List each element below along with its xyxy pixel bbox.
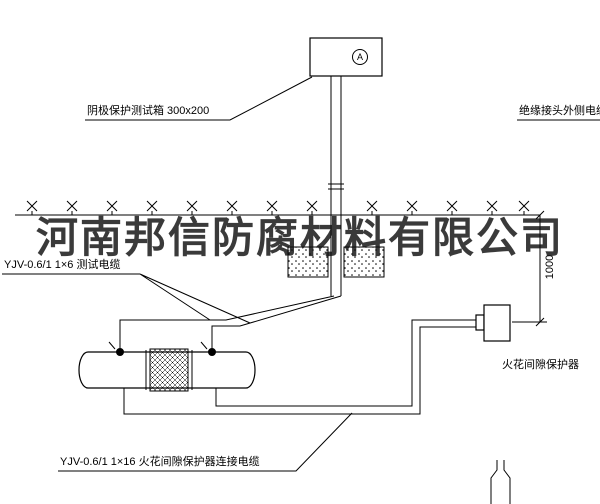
ground-cross-icon	[486, 200, 498, 215]
ground-cross-icon	[406, 200, 418, 215]
insulated-joint-cable-label: 绝缘接头外侧电缆	[519, 105, 600, 117]
ground-cross-icon	[66, 200, 78, 215]
insulating-joint	[145, 348, 193, 392]
ground-cross-icon	[366, 200, 378, 215]
dimension-text: 1000	[544, 254, 556, 280]
bottom-cable-label: YJV-0.6/1 1×16 火花间隙保护器连接电缆	[60, 456, 260, 468]
spark-gap-cables	[123, 319, 482, 415]
ground-cross-icon	[306, 200, 318, 215]
spark-gap-label: 火花间隙保护器	[502, 359, 579, 371]
spark-gap-protector	[475, 304, 511, 342]
ground-cross-icon	[106, 200, 118, 215]
test-box	[309, 37, 383, 77]
test-cables	[119, 295, 342, 349]
ground-cross-icon	[26, 200, 38, 215]
cable-weld-points	[108, 341, 216, 356]
leader-lines	[2, 76, 600, 472]
ground-surface-symbols	[26, 200, 530, 215]
ground-cross-icon	[186, 200, 198, 215]
test-post	[328, 76, 344, 296]
ground-cross-icon	[266, 200, 278, 215]
dimension-line	[512, 210, 547, 327]
foundation-blocks	[287, 246, 385, 278]
meter-symbol: A	[352, 49, 368, 65]
test-cable-label: YJV-0.6/1 1×6 测试电缆	[4, 259, 121, 271]
ground-cross-icon	[146, 200, 158, 215]
ground-rod-symbol	[490, 460, 511, 504]
ground-cross-icon	[518, 200, 530, 215]
ground-cross-icon	[446, 200, 458, 215]
ground-cross-icon	[226, 200, 238, 215]
test-box-label: 阴极保护测试箱 300x200	[87, 105, 210, 117]
